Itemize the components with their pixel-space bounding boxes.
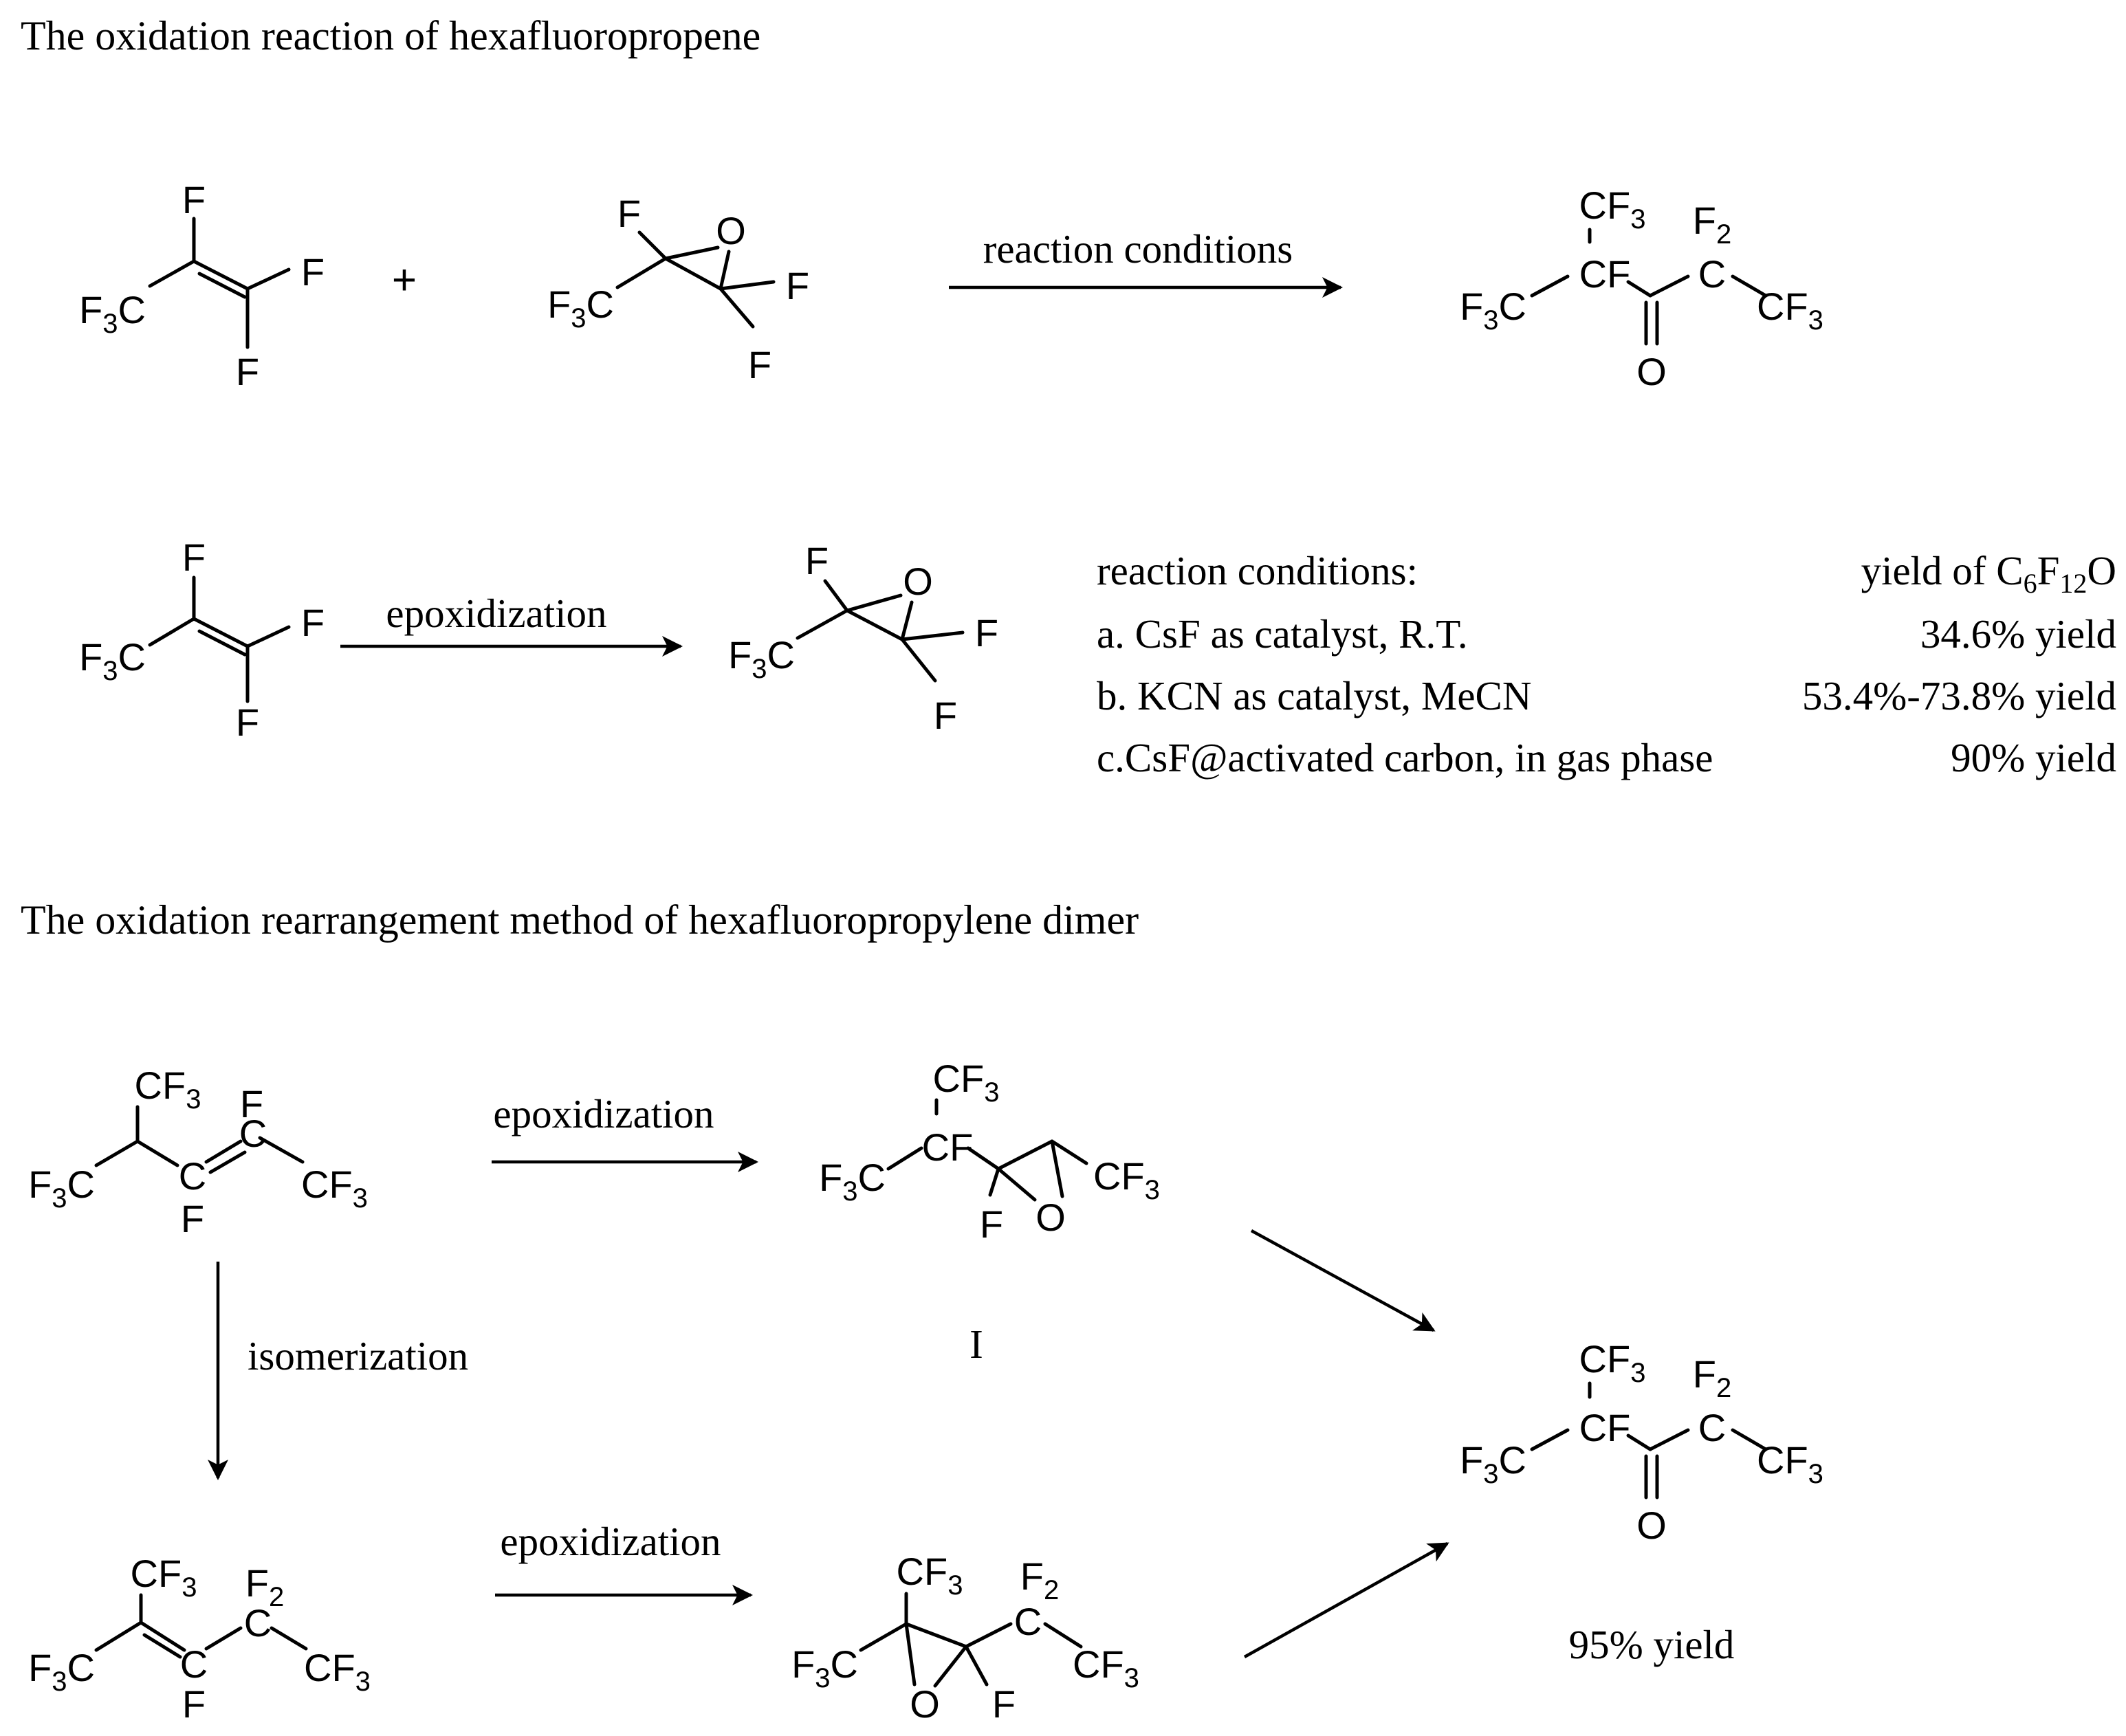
condition-yield: 90% yield bbox=[1951, 735, 2116, 780]
arrow-label: epoxidization bbox=[500, 1519, 721, 1564]
group-f3c: F3C bbox=[791, 1642, 858, 1693]
section1-title: The oxidation reaction of hexafluoroprop… bbox=[21, 13, 760, 58]
group-cf3: CF3 bbox=[1579, 1337, 1646, 1388]
hfpo-top: F O F F F3C bbox=[547, 192, 809, 386]
condition-yield: 53.4%-73.8% yield bbox=[1802, 673, 2116, 718]
group-cf3: CF3 bbox=[1757, 1438, 1823, 1489]
arrow-epoxidization-lower: epoxidization bbox=[495, 1519, 753, 1605]
atom-f: F bbox=[301, 250, 325, 294]
atom-f: F bbox=[617, 192, 641, 235]
conditions-table: reaction conditions: yield of C6F12O a. … bbox=[1097, 548, 2116, 780]
conditions-header: reaction conditions: bbox=[1097, 548, 1418, 593]
group-f3c: F3C bbox=[79, 635, 146, 686]
intermediate-epoxide: CF3 CF O F F3C CF3 I bbox=[819, 1057, 1160, 1367]
group-cf3: CF3 bbox=[897, 1550, 963, 1601]
atom-cf: CF bbox=[1579, 1406, 1631, 1449]
arrow-epoxidization-row2: epoxidization bbox=[340, 591, 683, 657]
atom-f: F bbox=[975, 611, 998, 655]
atom-c: C bbox=[244, 1601, 272, 1645]
atom-f: F bbox=[301, 601, 325, 644]
atom-f: F bbox=[240, 1082, 263, 1125]
atom-f: F bbox=[786, 264, 809, 307]
group-cf3: CF3 bbox=[1757, 285, 1823, 336]
atom-c: C bbox=[1014, 1600, 1042, 1643]
atom-f: F bbox=[182, 1682, 206, 1726]
arrow-label: reaction conditions bbox=[983, 226, 1293, 272]
yield-header: yield of C6F12O bbox=[1861, 548, 2116, 599]
arrow-to-product-lower bbox=[1243, 1542, 1449, 1658]
atom-f: F bbox=[182, 178, 206, 221]
atom-c: C bbox=[1698, 1406, 1726, 1449]
group-cf3: CF3 bbox=[1073, 1642, 1139, 1693]
group-f3c: F3C bbox=[1460, 1438, 1526, 1489]
atom-f: F bbox=[236, 701, 259, 744]
arrow-isomerization: isomerization bbox=[208, 1262, 468, 1480]
atom-o: O bbox=[716, 209, 746, 252]
hexafluoropropene-row2: F F F F3C bbox=[79, 536, 325, 744]
arrow-to-product-upper bbox=[1250, 1229, 1436, 1332]
product-yield: 95% yield bbox=[1569, 1622, 1735, 1667]
atom-o: O bbox=[910, 1682, 940, 1726]
group-f2: F2 bbox=[1020, 1554, 1059, 1605]
atom-o: O bbox=[903, 560, 933, 603]
atom-f: F bbox=[182, 536, 206, 579]
intermediate-label: I bbox=[969, 1321, 983, 1367]
condition-yield: 34.6% yield bbox=[1920, 611, 2116, 657]
atom-f: F bbox=[748, 343, 771, 386]
arrow-label: isomerization bbox=[248, 1333, 468, 1378]
group-f3c: F3C bbox=[819, 1156, 886, 1207]
group-f3c: F3C bbox=[28, 1646, 95, 1697]
group-f2: F2 bbox=[245, 1561, 284, 1612]
isomer-epoxide: CF3 F2 C O F F3C CF3 bbox=[791, 1550, 1139, 1726]
group-f3c: F3C bbox=[547, 283, 614, 333]
arrow-reaction-conditions: reaction conditions bbox=[949, 226, 1343, 298]
condition-label: b. KCN as catalyst, MeCN bbox=[1097, 673, 1532, 718]
group-f3c: F3C bbox=[28, 1163, 95, 1213]
group-f2: F2 bbox=[1693, 199, 1731, 250]
group-cf3: CF3 bbox=[933, 1057, 1000, 1108]
plus-sign: + bbox=[392, 256, 417, 304]
atom-o: O bbox=[1636, 1504, 1667, 1547]
atom-f: F bbox=[934, 694, 957, 737]
atom-f: F bbox=[181, 1197, 204, 1240]
atom-o: O bbox=[1035, 1196, 1066, 1239]
group-cf3: CF3 bbox=[1093, 1154, 1160, 1205]
arrow-epoxidization-upper: epoxidization bbox=[492, 1091, 758, 1172]
group-cf3: CF3 bbox=[1579, 184, 1646, 234]
hfp-dimer-isomer: CF3 F2 C C F F3C CF3 bbox=[28, 1552, 371, 1726]
group-cf3: CF3 bbox=[301, 1163, 368, 1213]
c6f12o-bottom: CF3 CF F2 C O F3C CF3 95% yield bbox=[1460, 1337, 1823, 1667]
arrow-label: epoxidization bbox=[386, 591, 606, 636]
group-cf3: CF3 bbox=[135, 1064, 201, 1114]
condition-label: c.CsF@activated carbon, in gas phase bbox=[1097, 735, 1713, 780]
atom-f: F bbox=[236, 350, 259, 393]
atom-c: C bbox=[180, 1642, 208, 1686]
atom-cf: CF bbox=[1579, 252, 1631, 296]
atom-o: O bbox=[1636, 350, 1667, 393]
atom-cf: CF bbox=[922, 1125, 974, 1169]
hexafluoropropene-top: F F F F3C bbox=[79, 178, 325, 393]
hfp-dimer: CF3 F C C F F3C CF3 bbox=[28, 1064, 368, 1240]
group-f3c: F3C bbox=[1460, 285, 1526, 336]
group-f3c: F3C bbox=[79, 288, 146, 339]
c6f12o-top: CF3 CF F2 C O F3C CF3 bbox=[1460, 184, 1823, 393]
group-cf3: CF3 bbox=[131, 1552, 197, 1603]
atom-f: F bbox=[980, 1202, 1003, 1246]
arrow-label: epoxidization bbox=[493, 1091, 714, 1136]
atom-f: F bbox=[805, 539, 829, 582]
condition-label: a. CsF as catalyst, R.T. bbox=[1097, 611, 1468, 657]
atom-f: F bbox=[992, 1682, 1016, 1726]
group-f3c: F3C bbox=[728, 633, 795, 684]
atom-c: C bbox=[1698, 252, 1726, 296]
section2-title: The oxidation rearrangement method of he… bbox=[21, 897, 1139, 943]
group-f2: F2 bbox=[1693, 1352, 1731, 1403]
atom-c: C bbox=[179, 1154, 206, 1198]
group-cf3: CF3 bbox=[304, 1646, 371, 1697]
atom-c: C bbox=[239, 1112, 267, 1155]
hfpo-row2: F O F F F3C bbox=[728, 539, 998, 737]
